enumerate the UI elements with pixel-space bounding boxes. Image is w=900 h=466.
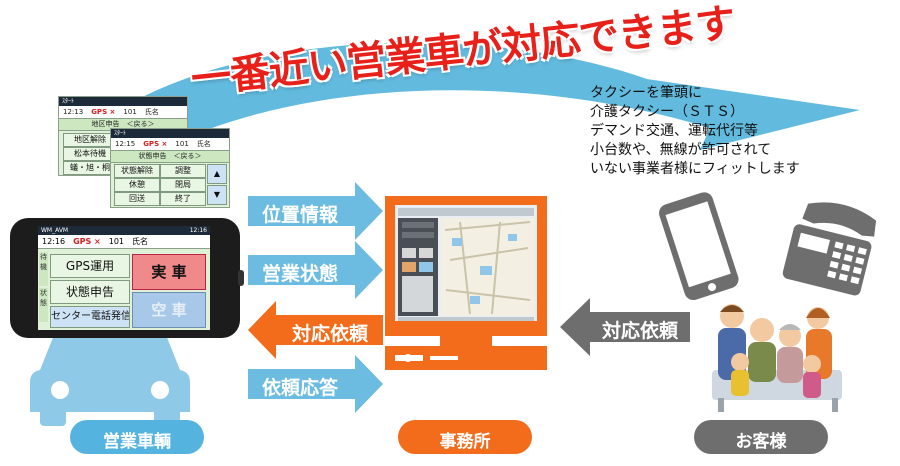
app-name: WM_AVM bbox=[41, 227, 69, 234]
driver-name: 氏名 bbox=[144, 108, 159, 116]
header-row: 12:13 GPS × 101 氏名 bbox=[59, 106, 187, 119]
arrow-label-location: 位置情報 bbox=[261, 204, 338, 226]
arrow-label-request-customer: 対応依頼 bbox=[601, 320, 678, 342]
target-customers-note: タクシーを筆頭に 介護タクシー（ＳＴＳ） デマンド交通、運転代行等 小台数や、無… bbox=[590, 84, 850, 179]
side-tab-standby[interactable]: 待機 bbox=[39, 252, 48, 286]
occupied-button[interactable]: 実 車 bbox=[132, 254, 206, 290]
arrow-status bbox=[248, 241, 383, 299]
side-tab-status[interactable]: 状態 bbox=[39, 288, 48, 322]
office-label: 事務所 bbox=[439, 432, 491, 452]
phone-header-row: 12:16 GPS × 101 氏名 bbox=[38, 235, 210, 249]
status-bar: ｽﾀｰﾄ bbox=[111, 129, 229, 138]
family-icon bbox=[712, 304, 842, 412]
arrow-label-status: 営業状態 bbox=[261, 263, 338, 285]
deadhead-button[interactable]: 回送 bbox=[114, 192, 160, 206]
status-report-button[interactable]: 状態申告 bbox=[50, 280, 130, 304]
car-number: 101 bbox=[175, 140, 189, 148]
vehicle-label: 営業車輌 bbox=[103, 432, 171, 452]
arrow-label-reply: 依頼応答 bbox=[261, 377, 338, 399]
district-clear-button[interactable]: 地区解除 bbox=[63, 133, 117, 147]
customer-label: お客様 bbox=[735, 432, 787, 452]
note-line: 介護タクシー（ＳＴＳ） bbox=[590, 104, 744, 120]
phone-status-bar: WM_AVM 12:16 bbox=[38, 226, 210, 235]
time: 12:16 bbox=[42, 237, 66, 246]
vehicle-pill bbox=[70, 420, 204, 454]
scroll-up-button[interactable]: ▲ bbox=[207, 164, 227, 184]
vacant-button[interactable]: 空 車 bbox=[132, 292, 206, 328]
finish-button[interactable]: 終了 bbox=[160, 192, 206, 206]
gps-status: GPS × bbox=[73, 237, 101, 246]
note-line: いない事業者様にフィットします bbox=[590, 161, 800, 177]
swoosh-arrow bbox=[92, 42, 860, 150]
arrow-request-vehicle bbox=[248, 301, 383, 359]
center-call-button[interactable]: センター電話発信 bbox=[50, 306, 130, 328]
note-line: 小台数や、無線が許可されて bbox=[590, 142, 772, 158]
gps-operation-button[interactable]: GPS運用 bbox=[50, 254, 130, 278]
adjust-button[interactable]: 調整 bbox=[160, 164, 206, 178]
gps-status: GPS × bbox=[91, 108, 116, 116]
status-screen: ｽﾀｰﾄ 12:15 GPS × 101 氏名 状態申告 ＜戻る＞ 状態解除 調… bbox=[110, 128, 230, 208]
arrow-location bbox=[248, 182, 383, 240]
arrow-reply bbox=[248, 355, 383, 413]
close-shift-button[interactable]: 閉局 bbox=[160, 178, 206, 192]
monitor-icon bbox=[385, 196, 547, 370]
scroll-down-button[interactable]: ▼ bbox=[207, 185, 227, 205]
office-pill bbox=[398, 420, 532, 454]
note-line: デマンド交通、運転代行等 bbox=[590, 123, 758, 139]
status-clear-button[interactable]: 状態解除 bbox=[114, 164, 160, 178]
driver-name: 氏名 bbox=[196, 140, 211, 148]
time: 12:15 bbox=[115, 140, 136, 148]
break-button[interactable]: 休憩 bbox=[114, 178, 160, 192]
note-line: タクシーを筆頭に bbox=[590, 85, 702, 101]
car-number: 101 bbox=[108, 237, 125, 246]
screen-subtitle: 状態申告 ＜戻る＞ bbox=[111, 151, 229, 163]
arrow-request-customer bbox=[560, 298, 690, 356]
district-area-button[interactable]: 蟻・旭・桐 bbox=[63, 161, 117, 175]
phone-screen: WM_AVM 12:16 12:16 GPS × 101 氏名 待機 状態 GP… bbox=[38, 226, 210, 330]
matsumoto-standby-button[interactable]: 松本待機 bbox=[63, 147, 117, 161]
driver-name: 氏名 bbox=[132, 237, 149, 246]
arrow-label-request-vehicle: 対応依頼 bbox=[291, 323, 368, 345]
time: 12:13 bbox=[63, 108, 84, 116]
header-row: 12:15 GPS × 101 氏名 bbox=[111, 138, 229, 151]
car-number: 101 bbox=[123, 108, 137, 116]
clock: 12:16 bbox=[189, 227, 207, 234]
customer-pill bbox=[694, 420, 828, 454]
gps-status: GPS × bbox=[143, 140, 168, 148]
desk-phone-icon bbox=[782, 202, 877, 296]
phone-side-button bbox=[238, 270, 244, 286]
status-bar: ｽﾀｰﾄ bbox=[59, 97, 187, 106]
smartphone-icon bbox=[659, 192, 739, 301]
